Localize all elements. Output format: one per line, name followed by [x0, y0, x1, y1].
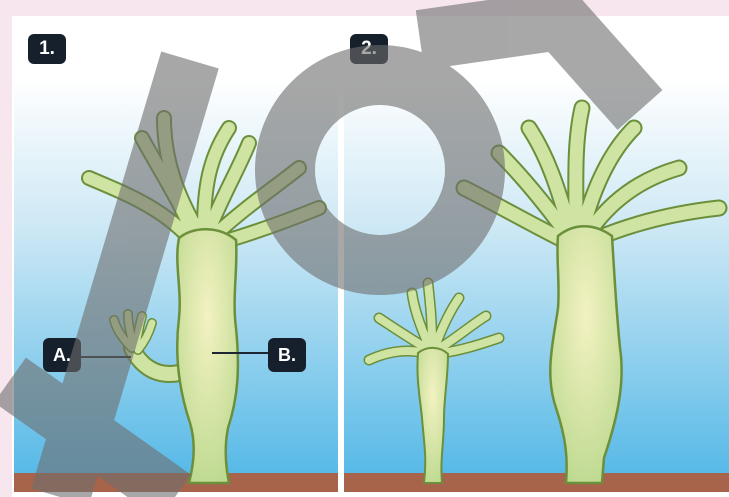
label-b-badge: B. [268, 338, 306, 372]
left-border [0, 0, 12, 497]
water-background [14, 78, 338, 492]
label-a-leader-line [81, 356, 131, 358]
sediment [14, 473, 338, 492]
panel-1: 1. [14, 18, 338, 492]
panel-number-badge: 1. [28, 34, 66, 64]
label-b-leader-line [212, 352, 268, 354]
top-border [0, 0, 729, 16]
label-a-badge: A. [43, 338, 81, 372]
panel-number-badge: 2. [350, 34, 388, 64]
panel-1-illustration [14, 18, 338, 492]
sediment [344, 473, 729, 492]
panel-2: 2. [344, 18, 729, 492]
panel-2-illustration [344, 18, 729, 492]
